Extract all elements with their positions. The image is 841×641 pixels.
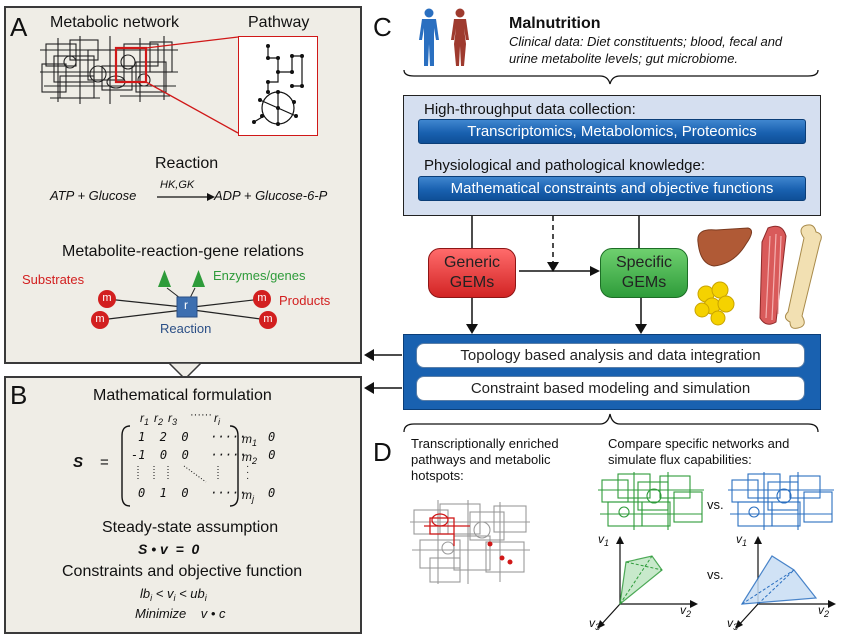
- constraint-equation: lbi < vi < ubi: [140, 586, 207, 603]
- panel-d-letter: D: [373, 437, 392, 467]
- blue-v1-label: v1: [736, 532, 748, 548]
- metabolite-node-3: m: [253, 290, 271, 308]
- constraints-title: Constraints and objective function: [62, 563, 303, 580]
- metabolic-network-graphic: [40, 36, 178, 104]
- matrix-brackets: [121, 425, 239, 507]
- constraint-bar: Constraint based modeling and simulation: [416, 376, 805, 401]
- minimize-equation: Minimize v • c: [135, 606, 226, 621]
- metabolite-symbol: m: [95, 313, 105, 325]
- green-flux-cone: [597, 536, 698, 629]
- panel-b: [4, 376, 362, 634]
- vs-label-networks: vs.: [707, 497, 724, 512]
- enzyme-triangle-left: [158, 270, 171, 287]
- reaction-rhs: ADP + Glucose-6-P: [214, 188, 328, 203]
- metabolic-network-title: Metabolic network: [50, 14, 179, 31]
- male-body-icon: [419, 8, 439, 66]
- green-v3-label: v3: [589, 616, 601, 632]
- panel-d-brace: [403, 413, 819, 433]
- matrix-row-2: -1 0 0 ····· 0: [131, 448, 276, 462]
- pathway-graphic: [252, 44, 304, 126]
- malnutrition-brace: [403, 69, 819, 85]
- metabolite-node-1: m: [98, 290, 116, 308]
- blue-v2-label: v2: [818, 603, 830, 619]
- col-header-r2: r2: [154, 411, 164, 427]
- enzymes-label: Enzymes/genes: [213, 268, 306, 283]
- left-text-line3: hotspots:: [411, 468, 464, 483]
- metabolite-symbol: m: [257, 292, 267, 304]
- products-label: Products: [279, 293, 331, 308]
- green-network-graphic: [598, 472, 704, 530]
- malnutrition-title: Malnutrition: [509, 15, 601, 32]
- generic-gems-label: Generic GEMs: [443, 254, 501, 291]
- green-v2-label: v2: [680, 603, 692, 619]
- reaction-title: Reaction: [155, 155, 219, 172]
- reaction-arrow: [157, 193, 215, 201]
- row-label-mj: mj: [242, 488, 254, 504]
- reaction-node: [176, 296, 198, 318]
- specific-gems-label: Specific GEMs: [615, 254, 673, 291]
- blue-v3-label: v3: [727, 616, 739, 632]
- vs-label-cones: vs.: [707, 567, 724, 582]
- blue-flux-cone: [735, 536, 836, 629]
- blue-network-graphic: [728, 472, 834, 530]
- relations-title: Metabolite-reaction-gene relations: [62, 243, 304, 260]
- pathway-title: Pathway: [248, 14, 310, 31]
- row-label-m1: m1: [242, 432, 258, 448]
- panel-connector-triangle: [167, 362, 203, 381]
- right-text-line1: Compare specific networks and: [608, 436, 790, 451]
- htp-label: High-throughput data collection:: [424, 101, 636, 118]
- left-text-line2: pathways and metabolic: [411, 452, 551, 467]
- metabolite-symbol: m: [102, 292, 112, 304]
- reaction-lhs: ATP + Glucose: [50, 188, 137, 203]
- metabolite-symbol: m: [263, 313, 273, 325]
- panel-a-letter: A: [10, 12, 28, 42]
- steady-equation: S • v = 0: [138, 541, 200, 557]
- reaction-label: Reaction: [160, 321, 212, 336]
- fat-cells-icon: [694, 281, 735, 326]
- phys-label: Physiological and pathological knowledge…: [424, 157, 706, 174]
- panel-c-letter: C: [373, 12, 392, 42]
- right-text-line2: simulate flux capabilities:: [608, 452, 752, 467]
- col-header-dots: ······: [190, 409, 212, 421]
- clinical-text-line2: urine metabolite levels; gut microbiome.: [509, 51, 739, 66]
- col-header-ri: ri: [214, 411, 220, 427]
- clinical-text-line1: Clinical data: Diet constituents; blood,…: [509, 34, 783, 49]
- math-title: Mathematical formulation: [93, 387, 272, 404]
- topology-bar: Topology based analysis and data integra…: [416, 343, 805, 368]
- row-label-dots: ···: [246, 461, 250, 484]
- steady-title: Steady-state assumption: [102, 519, 279, 536]
- col-header-r1: rr11: [140, 411, 150, 427]
- liver-icon: [697, 227, 752, 267]
- matrix-row-3: 0 1 0 ····· 0: [138, 486, 276, 500]
- bone-icon: [784, 224, 822, 329]
- reaction-enzyme: HK,GK: [160, 179, 195, 191]
- specific-gems-box: Specific GEMs: [600, 248, 688, 298]
- substrates-label: Substrates: [22, 272, 85, 287]
- matrix-row-1: 1 2 0 ····· 0: [138, 430, 276, 444]
- htp-bar: Transcriptomics, Metabolomics, Proteomic…: [418, 119, 806, 144]
- female-body-icon: [451, 8, 469, 66]
- matrix-equals: =: [100, 454, 109, 471]
- organ-illustrations: [694, 224, 822, 329]
- col-header-r3: r3: [168, 411, 178, 427]
- metabolite-node-2: m: [91, 311, 109, 329]
- generic-gems-box: Generic GEMs: [428, 248, 516, 298]
- phys-bar: Mathematical constraints and objective f…: [418, 176, 806, 201]
- metabolite-node-4: m: [259, 311, 277, 329]
- matrix-symbol: S: [73, 454, 84, 471]
- panel-b-letter: B: [10, 380, 28, 410]
- green-v1-label: v1: [598, 532, 610, 548]
- reaction-node-label: r: [184, 298, 188, 312]
- row-label-m2: m2: [242, 450, 258, 466]
- left-text-line1: Transcriptionally enriched: [411, 436, 559, 451]
- hotspot-network-graphic: [410, 500, 530, 584]
- enzyme-triangle-right: [192, 270, 205, 287]
